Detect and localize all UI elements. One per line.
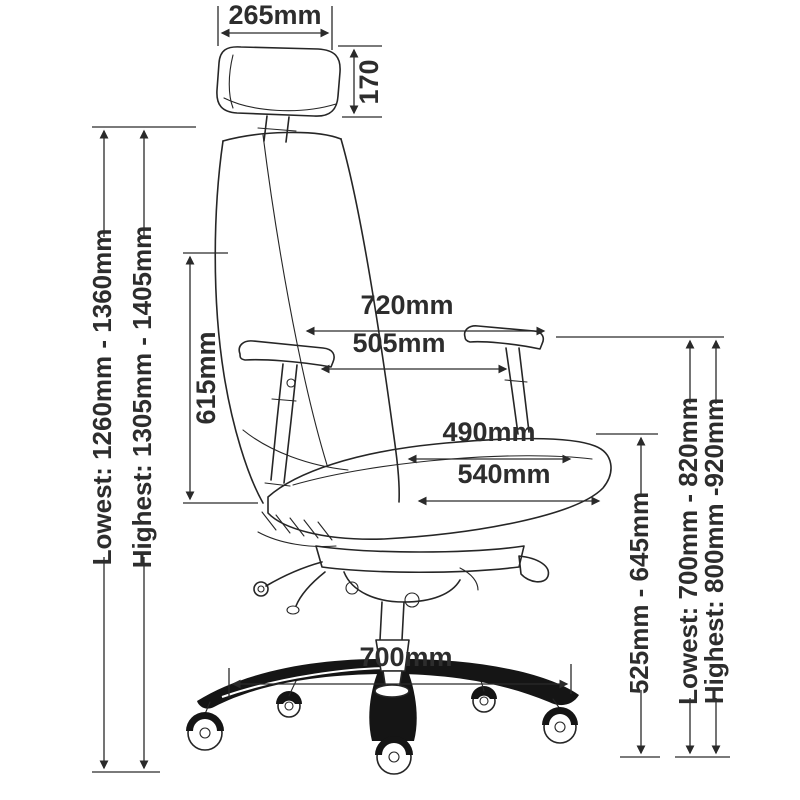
dim-base-diameter: 700mm (228, 642, 572, 698)
mechanism-right-paddle (518, 555, 550, 583)
dim-seat-height: 525mm - 645mm (596, 433, 660, 758)
dim-label-armrest-inner: 505mm (352, 328, 445, 358)
caster-hub (388, 751, 400, 763)
armrest-near (238, 340, 335, 487)
caster-hub (284, 701, 294, 711)
caster-hood (542, 707, 578, 725)
dim-overall-height: Lowest: 1260mm - 1360mm Highest: 1305mm … (87, 126, 196, 773)
mechanism-housing (315, 545, 525, 574)
dim-label-seat-height: 525mm - 645mm (624, 492, 654, 694)
dim-seat-depth: 540mm (417, 459, 601, 506)
seat-slat-3 (289, 517, 305, 537)
seat-slat-4 (303, 519, 319, 539)
caster-right (542, 698, 578, 744)
caster-hood (186, 712, 224, 731)
backrest-right-edge (340, 138, 400, 503)
headrest (216, 46, 341, 143)
armrest-near-button (286, 378, 296, 388)
dim-headrest-width: 265mm (217, 0, 333, 50)
backrest-lumbar-seam (242, 429, 349, 471)
caster-hood (471, 686, 497, 699)
label-backing (127, 237, 161, 557)
mechanism-left-knob (253, 581, 269, 597)
seat-outline (267, 437, 612, 540)
dim-label-seat-width: 490mm (442, 417, 535, 447)
tilt-mechanism (253, 545, 550, 615)
backrest-left-edge (214, 140, 264, 504)
caster-hood (375, 736, 413, 755)
caster-hub (479, 696, 489, 706)
caster-rear-left (276, 691, 302, 718)
gas-lift-collar (375, 639, 410, 672)
seat-slat-2 (275, 514, 291, 534)
dim-label-overall-lowest: Lowest: 1260mm - 1360mm (87, 229, 117, 566)
backrest-center-seam (262, 134, 328, 466)
dim-label-headrest-height: 170 (354, 59, 384, 104)
base-highlight (221, 667, 393, 698)
headrest-stem-right (285, 116, 290, 143)
gas-lift-hub (374, 684, 410, 698)
mechanism-knob-b (404, 592, 420, 608)
dim-backrest-height: 615mm (183, 252, 258, 504)
dim-label-headrest-width: 265mm (228, 0, 321, 30)
label-backing (677, 404, 703, 698)
dim-label-backrest-height: 615mm (191, 331, 221, 424)
dim-armrest-span-outer: 720mm (305, 290, 546, 336)
dim-seat-width: 490mm (407, 417, 572, 464)
armrest-near-foot (264, 482, 291, 487)
dim-armrest-height: Lowest: 700mm - 820mm Highest: 800mm -92… (556, 336, 730, 758)
headrest-bracket (257, 127, 297, 132)
caster-hub (554, 721, 566, 733)
mechanism-left-lever (265, 561, 323, 587)
dim-label-armrest-outer: 720mm (360, 290, 453, 320)
mechanism-right-link (459, 567, 479, 591)
armrest-far-post-front (505, 347, 519, 435)
seat-slat-1 (261, 511, 277, 531)
label-backing (703, 404, 729, 698)
dimension-annotations: 265mm 170 615mm Lowest: 1260mm - 1360mm … (87, 0, 730, 773)
headrest-outline (216, 46, 341, 117)
dim-label-seat-depth: 540mm (457, 459, 550, 489)
gas-lift-upper-left (379, 601, 383, 641)
mechanism-body (343, 571, 461, 603)
label-backing (87, 237, 121, 557)
backrest-top-edge (222, 131, 342, 142)
caster-hub (199, 727, 211, 739)
dim-headrest-height: 170 (338, 45, 384, 118)
dim-label-armrest-highest: Highest: 800mm -920mm (699, 398, 729, 704)
mechanism-lower-lever (295, 571, 326, 607)
armrest-far-pad (463, 325, 545, 350)
dim-armrest-span-inner: 505mm (320, 328, 508, 374)
seat-slat-5 (317, 521, 333, 541)
armrest-far (463, 325, 545, 435)
seat (257, 437, 612, 548)
mechanism-lower-knob (286, 605, 300, 615)
armrest-far-post-back (518, 347, 530, 433)
armrest-far-adjuster (504, 379, 528, 383)
armrest-near-adjuster (271, 398, 297, 402)
label-backing (624, 496, 658, 690)
armrest-near-post-front (270, 363, 284, 481)
armrest-near-pad (238, 340, 335, 368)
base-cross-arms (197, 658, 579, 709)
mechanism-left-knob-center (257, 585, 265, 593)
caster-hood (276, 691, 302, 704)
headrest-side-seam (228, 54, 234, 109)
dim-label-armrest-lowest: Lowest: 700mm - 820mm (673, 397, 703, 705)
dim-label-base-diameter: 700mm (359, 642, 452, 672)
headrest-seam (223, 97, 337, 112)
seat-underside (257, 531, 337, 548)
mechanism-knob-a (345, 581, 359, 595)
gas-lift-upper-right (401, 601, 405, 641)
caster-front (375, 736, 413, 775)
caster-stem (204, 701, 211, 715)
dim-label-overall-highest: Highest: 1305mm - 1405mm (127, 226, 157, 568)
caster-left (186, 701, 224, 751)
